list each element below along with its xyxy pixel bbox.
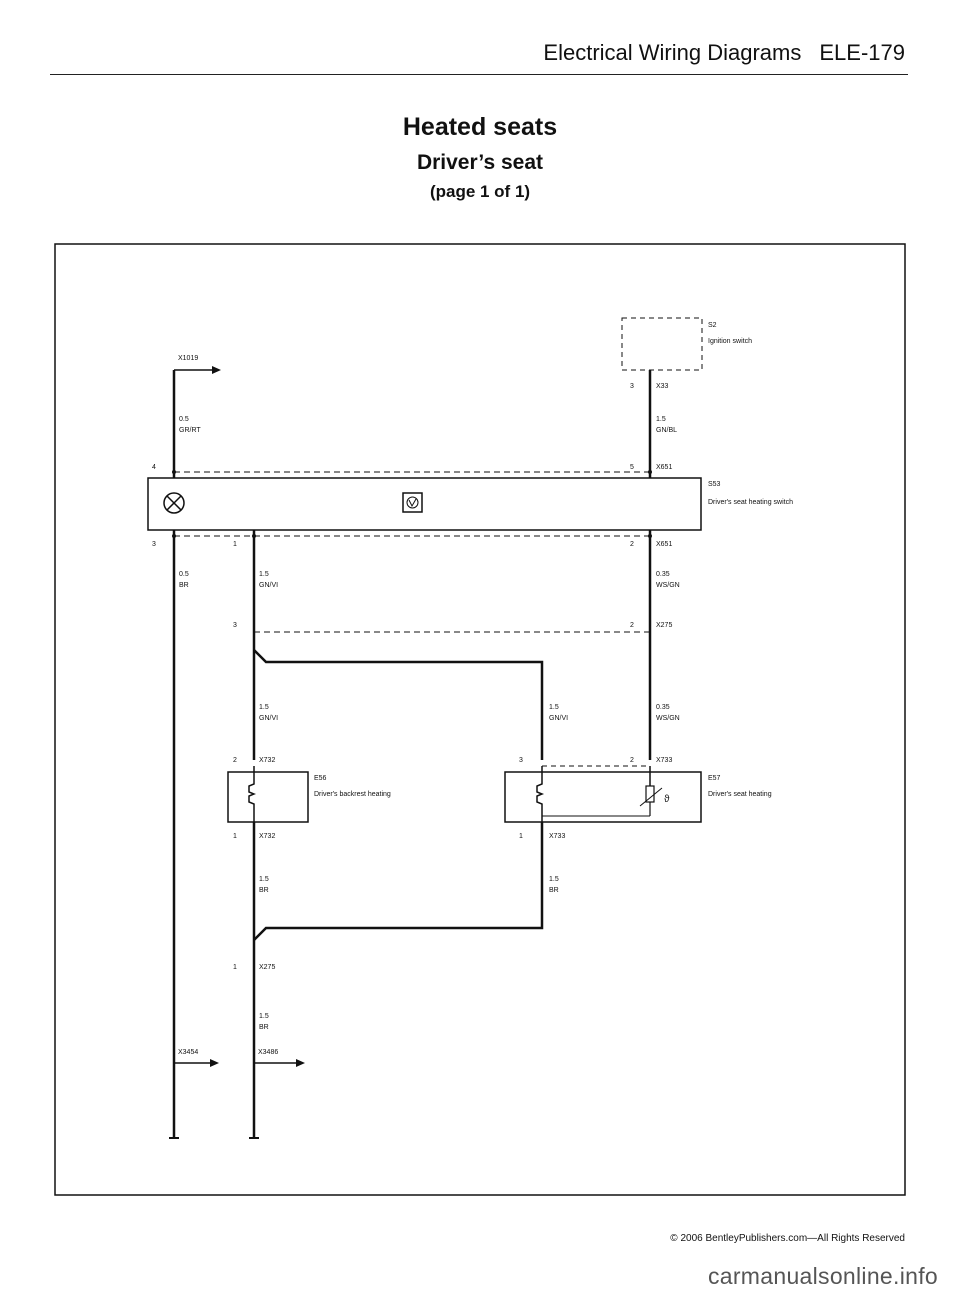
w5-size: 0.35 <box>656 571 670 578</box>
junction-dot <box>648 470 652 474</box>
e56-id: E56 <box>314 775 327 782</box>
seat-heating-icon-glyph <box>408 498 417 508</box>
diagram-page-note: (page 1 of 1) <box>429 182 531 201</box>
x33-label: X33 <box>656 383 669 390</box>
w8-color: WS/GN <box>656 715 680 722</box>
e57-desc: Driver's seat heating <box>708 791 772 798</box>
indicator-lamp-icon <box>163 492 185 514</box>
w1-color: GR/RT <box>179 427 201 434</box>
backrest-heating-box <box>227 771 309 823</box>
pin-x651-left: 4 <box>152 464 156 471</box>
pin-s53-1: 1 <box>233 541 237 548</box>
lamp-cross-b <box>166 495 182 511</box>
w11-color: BR <box>259 1024 269 1031</box>
pin-s53-3: 3 <box>152 541 156 548</box>
wire-br-merge <box>253 822 544 941</box>
w4-color: GN/VI <box>259 582 278 589</box>
x275-label-lower: X275 <box>259 964 275 971</box>
x651-label-lower: X651 <box>656 541 672 548</box>
e57-id: E57 <box>708 775 721 782</box>
w5-color: WS/GN <box>656 582 680 589</box>
wire-gn-vi-branch <box>253 649 544 760</box>
pin-e56-2: 2 <box>233 757 237 764</box>
seat-heating-icon <box>402 492 423 513</box>
seat-heating-box <box>504 771 702 823</box>
x3486-arrowhead <box>296 1059 305 1067</box>
pin-x33: 3 <box>630 383 634 390</box>
page-header: Electrical Wiring Diagrams ELE-179 <box>543 40 905 66</box>
e56-desc: Driver's backrest heating <box>314 791 391 798</box>
ignition-switch-box <box>621 317 703 371</box>
pin-x275-3: 3 <box>233 622 237 629</box>
theta-icon: ϑ <box>664 794 670 805</box>
diagram-title: Heated seats <box>402 113 558 141</box>
w2-size: 1.5 <box>656 416 666 423</box>
diagram-subtitle: Driver’s seat <box>416 151 544 174</box>
pin-e57-3: 3 <box>519 757 523 764</box>
x1019-label: X1019 <box>178 355 198 362</box>
diagram-frame <box>54 243 906 1196</box>
w8-size: 0.35 <box>656 704 670 711</box>
junction-dot <box>172 534 176 538</box>
w6-size: 1.5 <box>259 704 269 711</box>
x3486-label: X3486 <box>258 1049 278 1056</box>
seat-heating-element-icon <box>536 766 545 830</box>
backrest-heating-element-icon <box>248 766 257 830</box>
w11-size: 1.5 <box>259 1013 269 1020</box>
x1019-arrowhead <box>212 366 221 374</box>
w7-size: 1.5 <box>549 704 559 711</box>
junction-dot <box>252 534 256 538</box>
section-title: Electrical Wiring Diagrams <box>543 40 802 65</box>
pin-x275-2: 2 <box>630 622 634 629</box>
pin-x651-right: 5 <box>630 464 634 471</box>
w3-color: BR <box>179 582 189 589</box>
w4-size: 1.5 <box>259 571 269 578</box>
w9-color: BR <box>259 887 269 894</box>
junction-dot <box>172 470 176 474</box>
w1-size: 0.5 <box>179 416 189 423</box>
w3-size: 0.5 <box>179 571 189 578</box>
w10-size: 1.5 <box>549 876 559 883</box>
x732-label-bottom: X732 <box>259 833 275 840</box>
s53-id: S53 <box>708 481 721 488</box>
x733-label-top: X733 <box>656 757 672 764</box>
copyright-footer: © 2006 BentleyPublishers.com—All Rights … <box>670 1233 905 1244</box>
pin-e56-1: 1 <box>233 833 237 840</box>
seat-heating-icon-detail <box>406 496 419 509</box>
pin-e57-1: 1 <box>519 833 523 840</box>
w6-color: GN/VI <box>259 715 278 722</box>
sensor-slash <box>639 787 663 807</box>
pin-s53-2: 2 <box>630 541 634 548</box>
w9-size: 1.5 <box>259 876 269 883</box>
w7-color: GN/VI <box>549 715 568 722</box>
x3454-arrowhead <box>210 1059 219 1067</box>
x275-label-upper: X275 <box>656 622 672 629</box>
w2-color: GN/BL <box>656 427 677 434</box>
page-code: ELE-179 <box>819 40 905 65</box>
s2-desc: Ignition switch <box>708 338 752 345</box>
junction-dot <box>648 534 652 538</box>
x3454-label: X3454 <box>178 1049 198 1056</box>
pin-x275b-1: 1 <box>233 964 237 971</box>
w10-color: BR <box>549 887 559 894</box>
s2-id: S2 <box>708 322 717 329</box>
seat-heating-switch-box <box>147 477 702 531</box>
x651-label-upper: X651 <box>656 464 672 471</box>
header-rule <box>50 74 908 75</box>
x732-label-top: X732 <box>259 757 275 764</box>
x733-label-bottom: X733 <box>549 833 565 840</box>
watermark: carmanualsonline.info <box>707 1263 938 1289</box>
s53-desc: Driver's seat heating switch <box>708 499 793 506</box>
pin-e57-2: 2 <box>630 757 634 764</box>
